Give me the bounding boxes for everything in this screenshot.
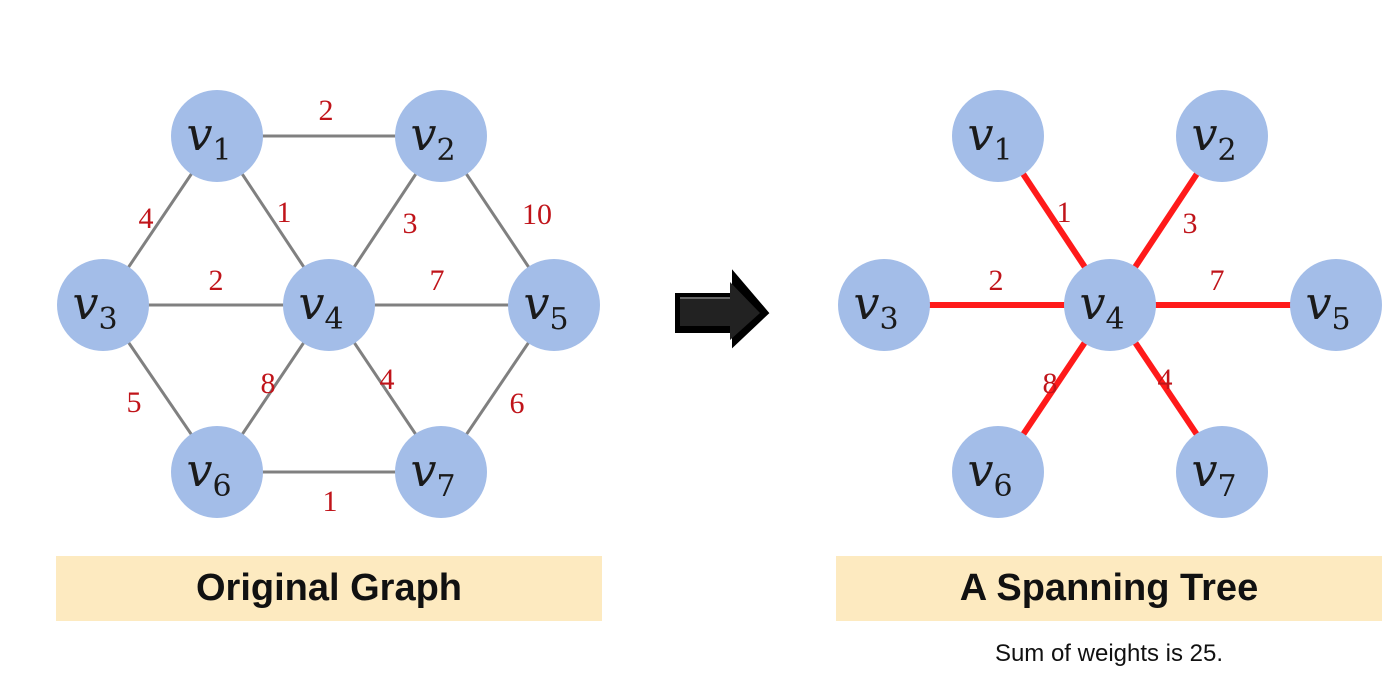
original-weight-v4-v6: 8 bbox=[261, 367, 276, 400]
original-weight-v4-v5: 7 bbox=[430, 264, 445, 297]
original-weight-v3-v4: 2 bbox=[209, 264, 224, 297]
tree-node-label-v3: v3 bbox=[853, 276, 898, 337]
original-weight-v2-v4: 3 bbox=[403, 207, 418, 240]
tree-node-label-v1: v1 bbox=[967, 107, 1012, 168]
tree-node-label-v5: v5 bbox=[1305, 276, 1350, 337]
original-node-label-v1: v1 bbox=[186, 107, 231, 168]
original-graph-caption: Original Graph bbox=[56, 556, 602, 621]
tree-node-label-v2: v2 bbox=[1191, 107, 1236, 168]
original-node-v4: v4 bbox=[283, 259, 375, 351]
tree-weight-v4-v5: 7 bbox=[1210, 264, 1225, 297]
original-weight-v6-v7: 1 bbox=[323, 485, 338, 518]
tree-weight-v4-v2: 3 bbox=[1183, 207, 1198, 240]
spanning-tree: 1 3 2 7 8 4 v1 v2 v3 v4 v5 v6 v7 bbox=[838, 90, 1382, 518]
original-node-v7: v7 bbox=[395, 426, 487, 518]
tree-weight-v4-v7: 4 bbox=[1158, 363, 1173, 396]
original-graph-weights: 2 4 1 3 10 2 7 5 8 4 6 1 bbox=[127, 94, 553, 518]
tree-node-v2: v2 bbox=[1176, 90, 1268, 182]
original-weight-v4-v7: 4 bbox=[380, 363, 395, 396]
original-node-v3: v3 bbox=[57, 259, 149, 351]
original-weight-v2-v5: 10 bbox=[522, 198, 552, 231]
tree-node-v7: v7 bbox=[1176, 426, 1268, 518]
tree-node-v1: v1 bbox=[952, 90, 1044, 182]
original-weight-v1-v2: 2 bbox=[319, 94, 334, 127]
tree-weight-v4-v3: 2 bbox=[989, 264, 1004, 297]
original-node-label-v7: v7 bbox=[410, 443, 455, 504]
original-weight-v3-v6: 5 bbox=[127, 386, 142, 419]
tree-node-v6: v6 bbox=[952, 426, 1044, 518]
spanning-tree-weights: 1 3 2 7 8 4 bbox=[989, 196, 1225, 400]
original-node-label-v2: v2 bbox=[410, 107, 455, 168]
spanning-tree-nodes: v1 v2 v3 v4 v5 v6 v7 bbox=[838, 90, 1382, 518]
original-node-v5: v5 bbox=[508, 259, 600, 351]
sum-of-weights-note: Sum of weights is 25. bbox=[994, 640, 1224, 667]
original-graph: 2 4 1 3 10 2 7 5 8 4 6 1 v1 v2 v3 v4 v5 v6 v7 bbox=[57, 90, 600, 518]
original-node-label-v6: v6 bbox=[186, 443, 231, 504]
tree-weight-v4-v1: 1 bbox=[1057, 196, 1072, 229]
original-weight-v1-v3: 4 bbox=[139, 202, 154, 235]
original-graph-nodes: v1 v2 v3 v4 v5 v6 v7 bbox=[57, 90, 600, 518]
original-node-v2: v2 bbox=[395, 90, 487, 182]
tree-node-label-v7: v7 bbox=[1191, 443, 1236, 504]
original-node-label-v5: v5 bbox=[523, 276, 568, 337]
original-node-v6: v6 bbox=[171, 426, 263, 518]
spanning-tree-caption: A Spanning Tree bbox=[836, 556, 1382, 621]
original-node-label-v4: v4 bbox=[298, 276, 343, 337]
original-weight-v1-v4: 1 bbox=[277, 196, 292, 229]
tree-node-label-v4: v4 bbox=[1079, 276, 1124, 337]
tree-node-v4: v4 bbox=[1064, 259, 1156, 351]
original-node-v1: v1 bbox=[171, 90, 263, 182]
original-node-label-v3: v3 bbox=[72, 276, 117, 337]
tree-node-v3: v3 bbox=[838, 259, 930, 351]
right-arrow-icon bbox=[675, 269, 770, 349]
tree-weight-v4-v6: 8 bbox=[1043, 367, 1058, 400]
original-weight-v5-v7: 6 bbox=[510, 387, 525, 420]
tree-node-v5: v5 bbox=[1290, 259, 1382, 351]
tree-node-label-v6: v6 bbox=[967, 443, 1012, 504]
